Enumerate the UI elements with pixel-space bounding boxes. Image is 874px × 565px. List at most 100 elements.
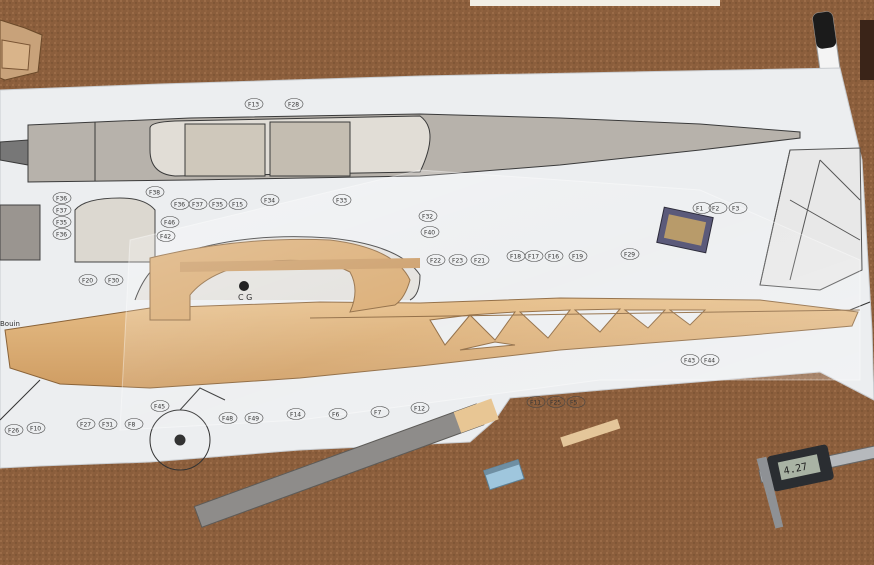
plan-label: F28 bbox=[288, 102, 299, 109]
plan-label: F3 bbox=[732, 206, 739, 213]
plan-label: F49 bbox=[248, 416, 259, 423]
plan-label: F11 bbox=[530, 400, 541, 407]
plan-label-circle bbox=[420, 226, 440, 238]
plan-label-circle bbox=[76, 418, 96, 430]
plan-label: F37 bbox=[192, 202, 203, 209]
plan-label: F33 bbox=[336, 198, 347, 205]
plan-corner-text: Bouin bbox=[0, 320, 20, 328]
fuselage-top-view bbox=[0, 113, 801, 183]
plan-label-circle bbox=[728, 202, 748, 214]
plan-label: F15 bbox=[232, 202, 243, 209]
plan-label: F35 bbox=[56, 220, 67, 227]
plan-label-circle bbox=[150, 400, 170, 412]
plan-label-circle bbox=[52, 228, 72, 240]
plan-label: F26 bbox=[8, 428, 19, 435]
plan-label: F16 bbox=[548, 254, 559, 261]
plan-label-circle bbox=[410, 402, 430, 414]
balsa-stick-long bbox=[193, 398, 499, 528]
plan-label-circle bbox=[286, 408, 306, 420]
plan-label: F48 bbox=[222, 416, 233, 423]
plan-label: F30 bbox=[108, 278, 119, 285]
plan-label: F14 bbox=[290, 412, 301, 419]
plan-label-circle bbox=[470, 254, 490, 266]
plan-label-circle bbox=[328, 408, 348, 420]
plan-label: F27 bbox=[80, 422, 91, 429]
plan-label-circle bbox=[26, 422, 46, 434]
plan-label-circle bbox=[160, 216, 180, 228]
plan-label: F31 bbox=[102, 422, 113, 429]
plan-label: F23 bbox=[452, 258, 463, 265]
plan-label: F22 bbox=[430, 258, 441, 265]
plan-label: F6 bbox=[332, 412, 339, 419]
plan-label: F12 bbox=[414, 406, 425, 413]
plan-label: F2 bbox=[712, 206, 719, 213]
balsa-stick-short bbox=[560, 418, 621, 447]
plan-label-circle bbox=[524, 250, 544, 262]
plan-label-circle bbox=[188, 198, 208, 210]
plan-label-circle bbox=[526, 396, 546, 408]
caliper-display: 4.27 bbox=[783, 462, 809, 478]
plan-label-circle bbox=[426, 254, 446, 266]
plan-label-circle bbox=[546, 396, 566, 408]
cg-mark-text: C G bbox=[238, 293, 252, 302]
plan-label-circle bbox=[52, 204, 72, 216]
plan-label-circle bbox=[692, 202, 712, 214]
top-strip bbox=[470, 0, 720, 6]
plan-label: F43 bbox=[684, 358, 695, 365]
plan-label-circle bbox=[218, 412, 238, 424]
plan-label: F34 bbox=[264, 198, 275, 205]
cg-mark: C G bbox=[238, 281, 252, 302]
plan-label-circle bbox=[418, 210, 438, 222]
plan-label-circle bbox=[544, 250, 564, 262]
pin-box bbox=[656, 206, 714, 254]
plan-label-circle bbox=[700, 354, 720, 366]
plan-label: F5 bbox=[570, 400, 577, 407]
plan-label: F7 bbox=[374, 410, 381, 417]
plan-label: F8 bbox=[128, 422, 135, 429]
plan-label: F38 bbox=[149, 190, 160, 197]
balsa-scraps-top-left bbox=[0, 19, 43, 81]
plan-label: F40 bbox=[424, 230, 435, 237]
plan-label: F36 bbox=[56, 232, 67, 239]
plan-label-circle bbox=[4, 424, 24, 436]
razor-blade bbox=[483, 458, 525, 491]
plan-label-circle bbox=[680, 354, 700, 366]
plan-label-circle bbox=[208, 198, 228, 210]
plan-label: F25 bbox=[550, 400, 561, 407]
plan-label-circle bbox=[228, 198, 248, 210]
plan-label-circle bbox=[568, 250, 588, 262]
plan-label: F45 bbox=[154, 404, 165, 411]
plan-label: F21 bbox=[474, 258, 485, 265]
plan-label-circle bbox=[370, 406, 390, 418]
plan-label: F35 bbox=[212, 202, 223, 209]
plan-label: F10 bbox=[30, 426, 41, 433]
plan-label-circle bbox=[52, 192, 72, 204]
plan-label: F44 bbox=[704, 358, 715, 365]
plan-label-circle bbox=[708, 202, 728, 214]
edge-object-top-right bbox=[860, 20, 874, 80]
plan-label: F42 bbox=[160, 234, 171, 241]
plan-label: F13 bbox=[248, 102, 259, 109]
plan-label-circle bbox=[332, 194, 352, 206]
plan-label: F36 bbox=[174, 202, 185, 209]
plan-label: F32 bbox=[422, 214, 433, 221]
plan-label: F19 bbox=[572, 254, 583, 261]
plan-label-circle bbox=[104, 274, 124, 286]
plan-label: F1 bbox=[696, 206, 703, 213]
plan-label: F37 bbox=[56, 208, 67, 215]
plan-label-circle bbox=[448, 254, 468, 266]
digital-caliper: 4.27 bbox=[756, 444, 874, 529]
plan-label-circle bbox=[244, 98, 264, 110]
plan-label-circle bbox=[566, 396, 586, 408]
plan-label: F20 bbox=[82, 278, 93, 285]
plan-label: F46 bbox=[164, 220, 175, 227]
plan-label: F18 bbox=[510, 254, 521, 261]
plan-label: F36 bbox=[56, 196, 67, 203]
plan-label-circle bbox=[78, 274, 98, 286]
plan-label-circle bbox=[260, 194, 280, 206]
plan-label: F29 bbox=[624, 252, 635, 259]
plan-label-circle bbox=[284, 98, 304, 110]
plan-label-circle bbox=[52, 216, 72, 228]
